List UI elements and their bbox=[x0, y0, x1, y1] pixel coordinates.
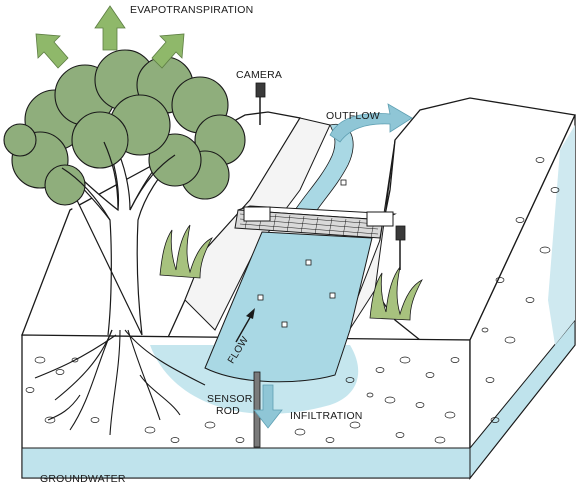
side-water-strip bbox=[548, 125, 575, 345]
camera-left bbox=[255, 82, 266, 125]
sensor-rod bbox=[253, 371, 261, 448]
evapotranspiration-arrows bbox=[35, 5, 185, 69]
tree-branches-visible bbox=[61, 141, 176, 221]
evap-arrow-right bbox=[151, 33, 185, 69]
tree-roots bbox=[34, 329, 206, 436]
channel-stakes bbox=[257, 179, 347, 328]
label-outflow: OUTFLOW bbox=[326, 110, 380, 122]
evap-arrow-left bbox=[35, 33, 69, 69]
flow-arrow bbox=[235, 308, 255, 343]
label-groundwater: GROUNDWATER bbox=[40, 473, 126, 485]
camera-right bbox=[395, 225, 406, 270]
label-infiltration: INFILTRATION bbox=[290, 410, 363, 422]
grass-clump-left bbox=[159, 224, 213, 279]
weir-structure bbox=[234, 205, 397, 239]
groundwater-band-side bbox=[469, 318, 576, 480]
channel-water bbox=[204, 231, 373, 383]
label-sensor-rod-line1: SENSOR bbox=[207, 393, 253, 405]
label-camera: CAMERA bbox=[236, 69, 283, 81]
tree-canopy bbox=[3, 49, 246, 206]
evap-arrow-center bbox=[94, 5, 126, 51]
label-evapotranspiration: EVAPOTRANSPIRATION bbox=[130, 4, 254, 16]
outflow-arrow bbox=[329, 103, 413, 143]
infiltration-arrow bbox=[253, 384, 283, 429]
soil-pebbles bbox=[25, 157, 560, 444]
label-sensor-rod-line2: ROD bbox=[216, 405, 240, 417]
